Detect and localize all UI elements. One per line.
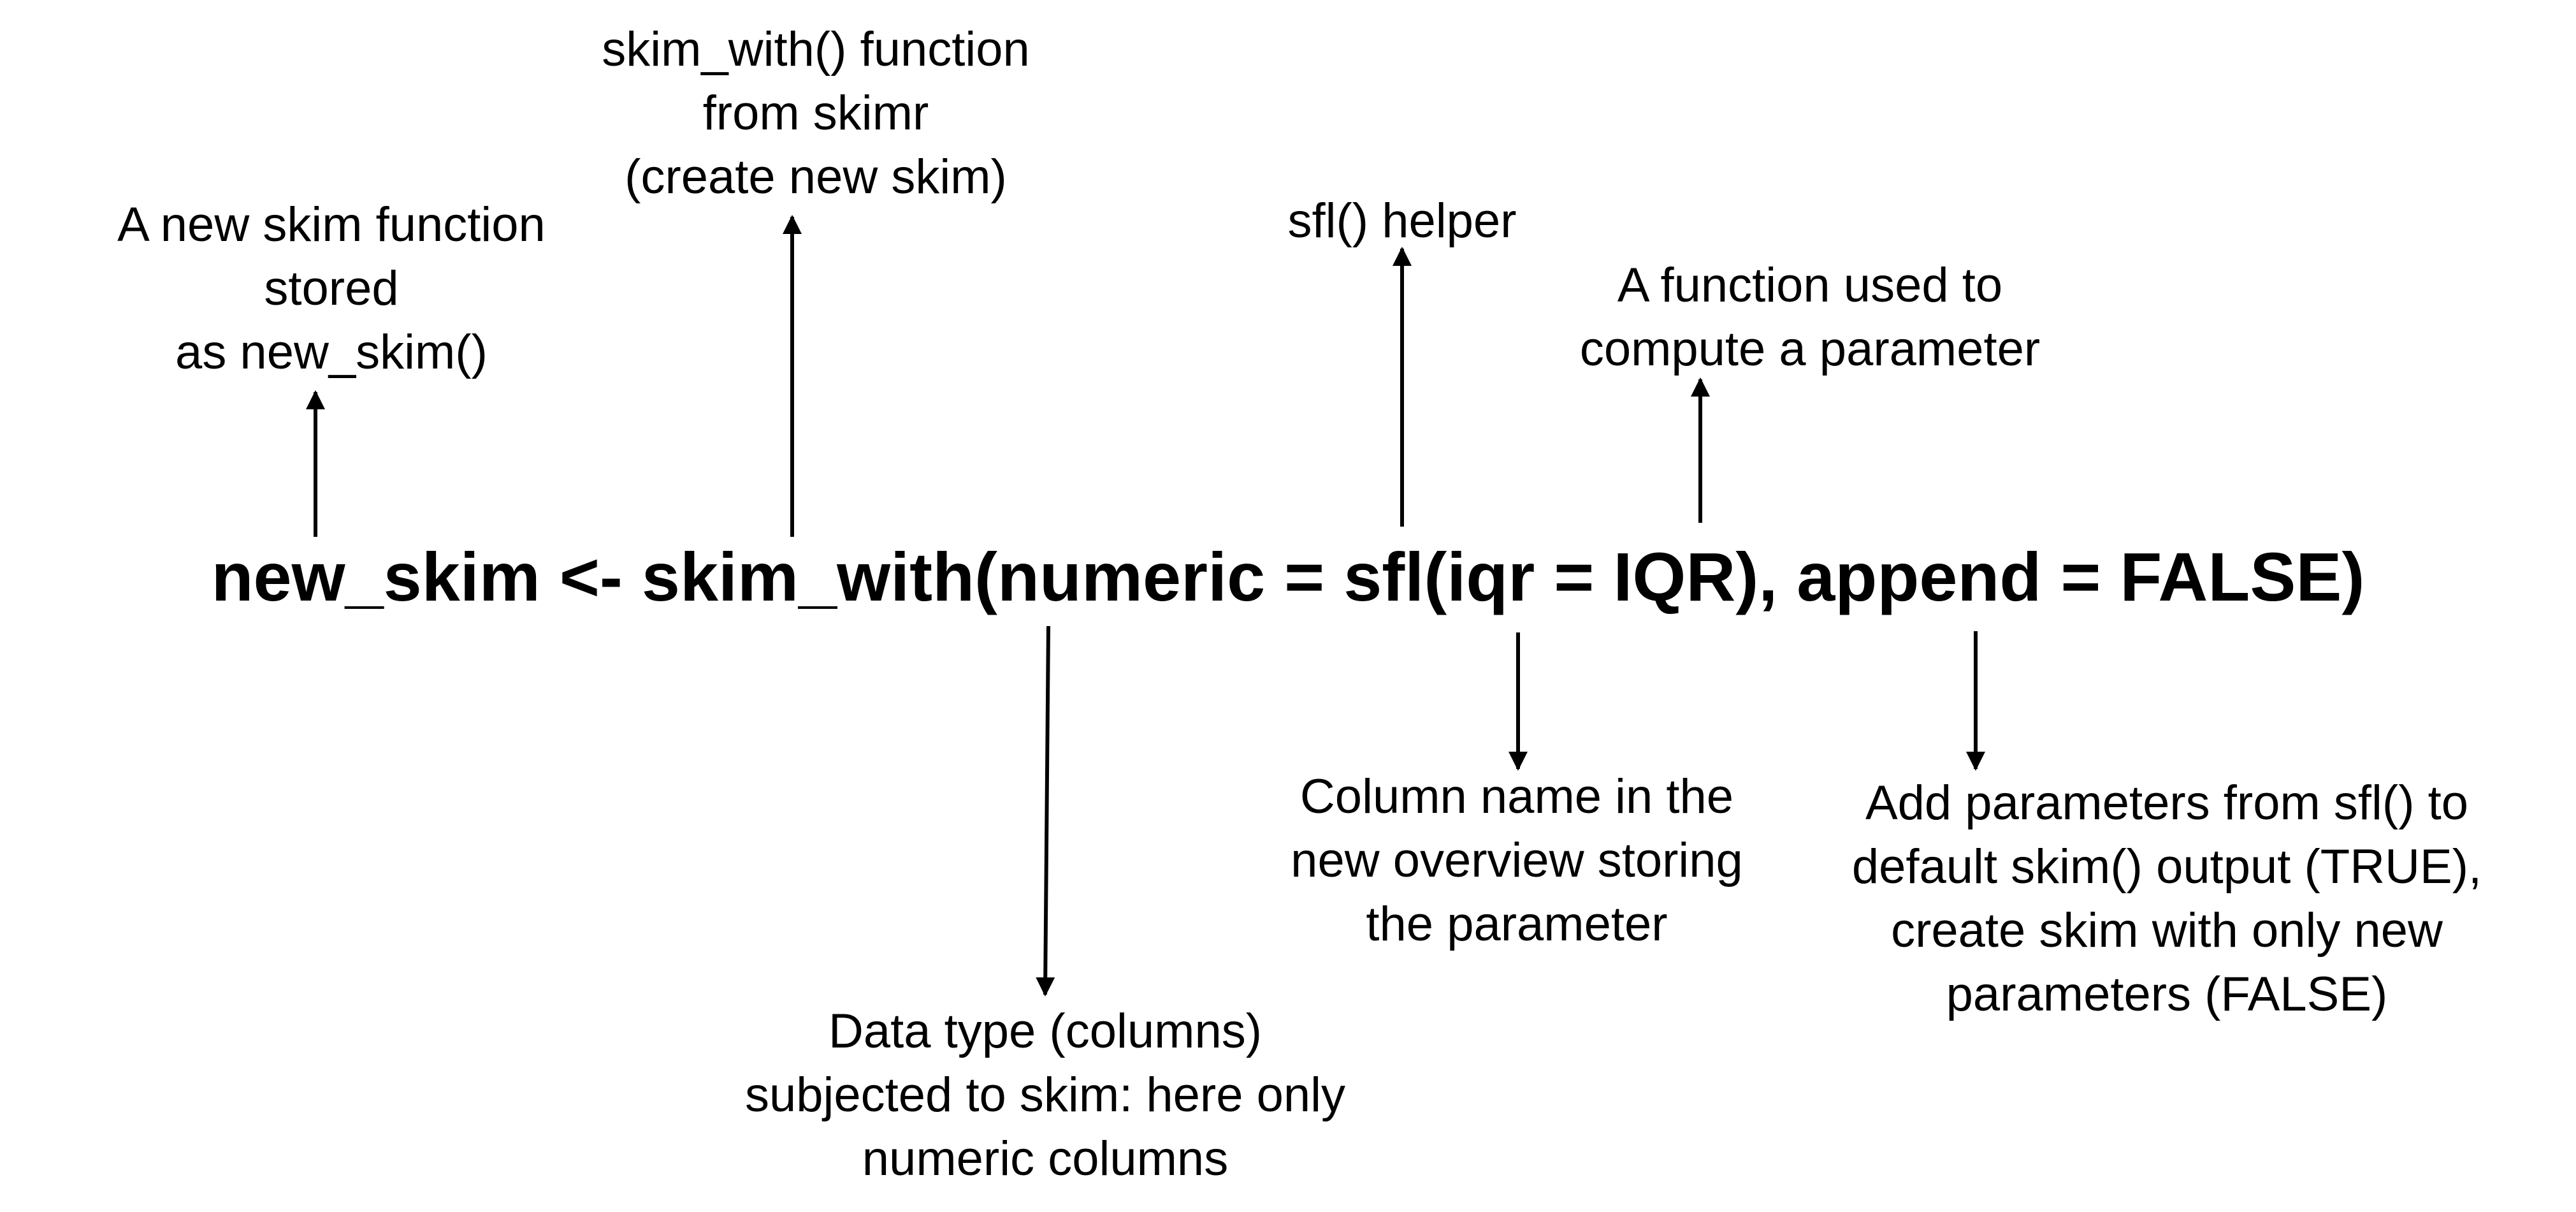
annotation-line: skim_with() function [602, 22, 1030, 77]
annotation-line: from skimr [702, 86, 929, 140]
annotation-line: as new_skim() [175, 325, 488, 379]
annotation-data-type: Data type (columns) subjected to skim: h… [688, 1000, 1402, 1191]
annotation-line: subjected to skim: here only [744, 1068, 1346, 1122]
annotation-line: default skim() output (TRUE), [1851, 840, 2482, 894]
annotation-append: Add parameters from sfl() to default ski… [1804, 771, 2530, 1026]
annotation-line: (create new skim) [625, 150, 1007, 204]
annotation-line: compute a parameter [1579, 322, 2041, 376]
arrow-data-type [1036, 625, 1055, 997]
annotation-line: new overview storing [1291, 833, 1743, 887]
annotation-line: parameters (FALSE) [1946, 967, 2388, 1021]
annotation-line: Column name in the [1299, 770, 1734, 824]
annotation-column-name: Column name in the new overview storing … [1230, 765, 1804, 956]
annotation-line: numeric columns [862, 1132, 1229, 1186]
annotation-sfl-helper: sfl() helper [1179, 189, 1625, 253]
code-line: new_skim <- skim_with(numeric = sfl(iqr … [211, 538, 2365, 615]
annotation-line: stored [264, 261, 399, 316]
annotation-line: A function used to [1617, 258, 2003, 312]
annotation-function-param: A function used to compute a parameter [1498, 254, 2122, 381]
annotation-line: A new skim function [117, 198, 546, 252]
annotation-line: create skim with only new [1891, 903, 2443, 958]
annotation-line: Add parameters from sfl() to [1865, 776, 2469, 830]
annotation-line: the parameter [1366, 897, 1668, 951]
annotation-line: sfl() helper [1287, 194, 1517, 248]
annotation-new-skim: A new skim function stored as new_skim() [76, 193, 586, 384]
annotation-skim-with: skim_with() function from skimr (create … [535, 18, 1096, 209]
annotation-line: Data type (columns) [828, 1004, 1263, 1058]
